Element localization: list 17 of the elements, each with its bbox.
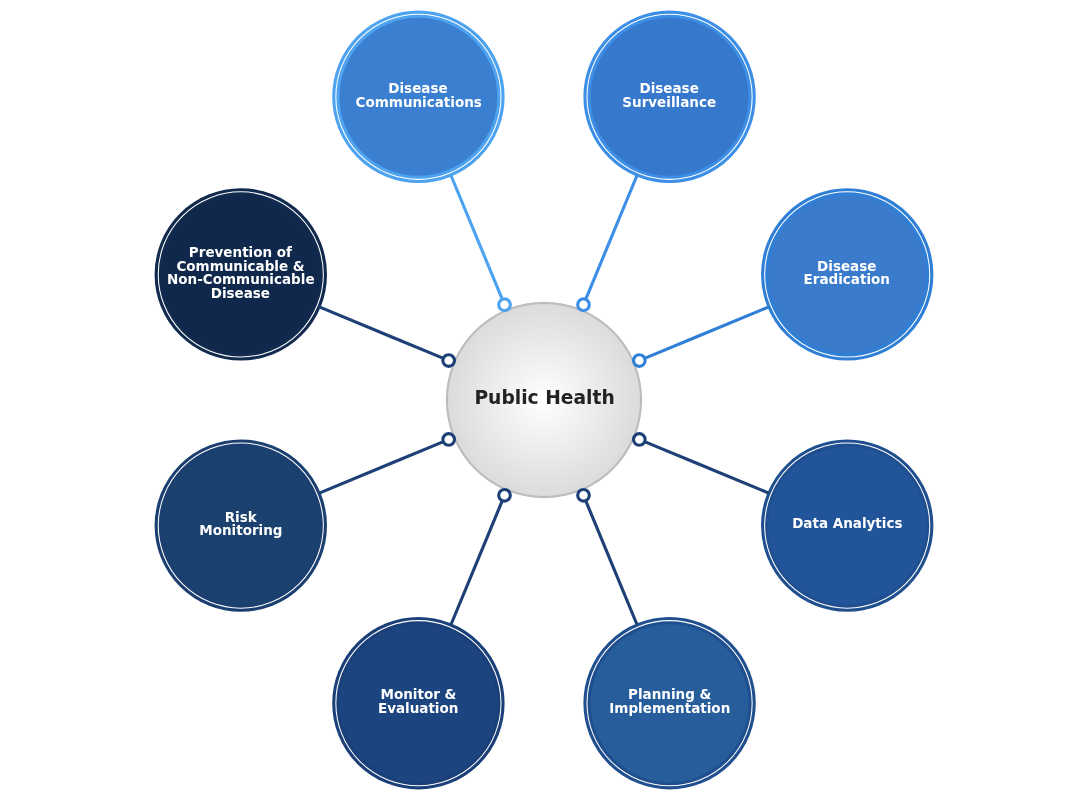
node-circle: Disease Surveillance xyxy=(582,10,756,183)
node-circle: Disease Communications xyxy=(331,10,505,183)
node-circle: Disease Eradication xyxy=(760,188,933,361)
node-circle: Planning & Implementation xyxy=(582,617,756,790)
connector xyxy=(631,305,769,368)
connector xyxy=(318,432,456,495)
connector xyxy=(448,487,512,626)
connector xyxy=(575,487,639,626)
connector xyxy=(575,174,639,313)
node-circle: Prevention of Communicable & Non-Communicable Disease xyxy=(154,188,327,361)
node-circle: Risk Monitoring xyxy=(154,439,327,612)
connector xyxy=(318,305,456,368)
node-circle: Public Health xyxy=(445,301,642,499)
connector xyxy=(448,174,512,313)
node-circle: Monitor & Evaluation xyxy=(331,617,505,790)
node-circle: Data Analytics xyxy=(760,439,933,612)
connector xyxy=(631,432,769,495)
